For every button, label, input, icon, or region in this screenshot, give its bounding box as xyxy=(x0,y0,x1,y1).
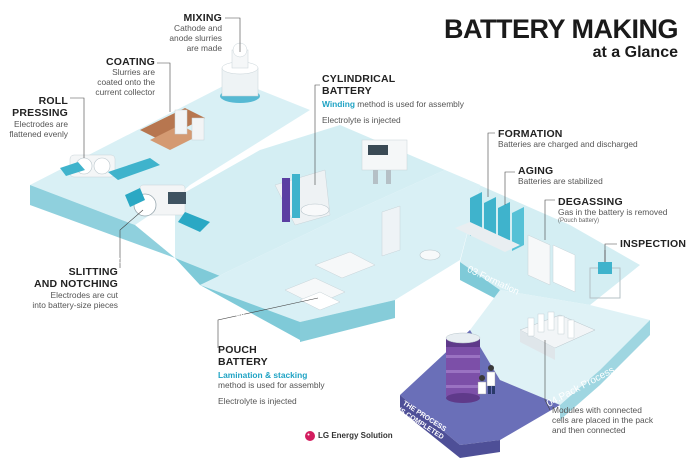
slitting-desc2: into battery-size pieces xyxy=(32,299,118,310)
lg-logo-icon xyxy=(305,431,315,441)
pack-desc3: and then connected xyxy=(552,424,626,435)
coating-desc2: coated onto the xyxy=(97,77,155,88)
degassing-machine xyxy=(527,234,576,293)
page-title: BATTERY MAKING xyxy=(444,14,679,44)
cylindrical-desc1-rest: method is used for assembly xyxy=(354,98,464,109)
cylindrical-title2: BATTERY xyxy=(322,85,372,98)
brand-name: LG Energy Solution xyxy=(318,431,393,440)
callout-pack: Modules with connected cells are placed … xyxy=(552,405,692,436)
formation-desc: Batteries are charged and discharged xyxy=(498,139,638,150)
pouch-accent: Lamination & stacking xyxy=(218,369,308,380)
pouch-stacking-machine xyxy=(284,251,376,311)
formation-title: FORMATION xyxy=(498,128,563,140)
finished-battery-icon xyxy=(445,332,481,403)
slitting-machine xyxy=(125,184,210,232)
main-platform-side xyxy=(300,300,395,342)
mixing-desc3: are made xyxy=(186,43,222,54)
pack-modules xyxy=(519,311,596,360)
degassing-note: (Pouch battery) xyxy=(558,218,600,225)
callout-aging: AGING Batteries are stabilized xyxy=(518,165,668,187)
cylindrical-accent: Winding xyxy=(322,98,355,109)
pouch-desc2: Electrolyte is injected xyxy=(218,395,297,406)
callout-coating: COATING Slurries are coated onto the cur… xyxy=(60,56,155,98)
electrode-platform-side xyxy=(30,185,175,258)
mixing-machine xyxy=(220,42,260,103)
pouch-title2: BATTERY xyxy=(218,356,268,369)
pouch-title1: POUCH xyxy=(218,344,257,356)
cylindrical-desc2: Electrolyte is injected xyxy=(322,114,401,125)
callout-roll-pressing: ROLL PRESSING Electrodes are flattened e… xyxy=(2,95,68,140)
aging-title: AGING xyxy=(518,165,554,177)
electrode-platform-top xyxy=(30,80,310,225)
slitting-title2: AND NOTCHING xyxy=(33,278,118,291)
inspection-title: INSPECTION xyxy=(620,238,687,250)
cylindrical-title1: CYLINDRICAL xyxy=(322,73,396,85)
roll-title2: PRESSING xyxy=(12,107,68,120)
pack-desc1: Modules with connected xyxy=(552,405,642,415)
mixing-title: MIXING xyxy=(183,12,222,24)
callout-cylindrical: CYLINDRICAL BATTERY Winding method is us… xyxy=(322,73,492,126)
pouch-injection-machine xyxy=(381,205,441,261)
coating-title: COATING xyxy=(105,56,155,68)
roll-press-machine xyxy=(60,154,160,180)
final-platform-side xyxy=(400,395,500,458)
mixing-desc2: anode slurries xyxy=(169,33,222,44)
cell-platform-side xyxy=(175,258,300,340)
degassing-title: DEGASSING xyxy=(558,196,623,208)
coating-machine xyxy=(140,108,205,150)
pack-platform-side xyxy=(560,320,650,420)
aging-desc: Batteries are stabilized xyxy=(518,176,603,187)
callout-slitting: SLITTING AND NOTCHING Electrodes are cut… xyxy=(10,266,118,311)
roll-title1: ROLL xyxy=(38,95,68,107)
coating-desc3: current collector xyxy=(95,87,155,98)
roll-desc1: Electrodes are xyxy=(14,118,68,129)
winding-machine xyxy=(274,169,331,226)
pack-desc2: cells are placed in the pack xyxy=(552,414,654,425)
callout-formation: FORMATION Batteries are charged and disc… xyxy=(498,128,678,150)
pack-platform-top xyxy=(470,290,650,405)
callout-inspection: INSPECTION xyxy=(620,238,698,250)
mixing-desc1: Cathode and xyxy=(174,23,222,34)
page-subtitle: at a Glance xyxy=(592,44,678,61)
slitting-title1: SLITTING xyxy=(68,266,118,278)
cylindrical-injection-machine xyxy=(361,139,408,184)
callout-pouch: POUCH BATTERY Lamination & stacking meth… xyxy=(218,344,358,406)
degassing-desc: Gas in the battery is removed xyxy=(558,207,668,218)
formation-racks xyxy=(455,192,524,252)
main-platform-top xyxy=(200,170,480,322)
workers-figures xyxy=(477,365,496,395)
slitting-desc1: Electrodes are cut xyxy=(50,289,119,300)
cylindrical-desc1: Winding method is used for assembly xyxy=(322,98,492,110)
pouch-desc1: method is used for assembly xyxy=(218,379,325,390)
callout-degassing: DEGASSING Gas in the battery is removed … xyxy=(558,196,698,225)
callout-leader-lines xyxy=(70,17,617,411)
callout-mixing: MIXING Cathode and anode slurries are ma… xyxy=(130,12,222,54)
coating-desc1: Slurries are xyxy=(112,67,155,78)
roll-desc2: flattened evenly xyxy=(9,128,68,139)
